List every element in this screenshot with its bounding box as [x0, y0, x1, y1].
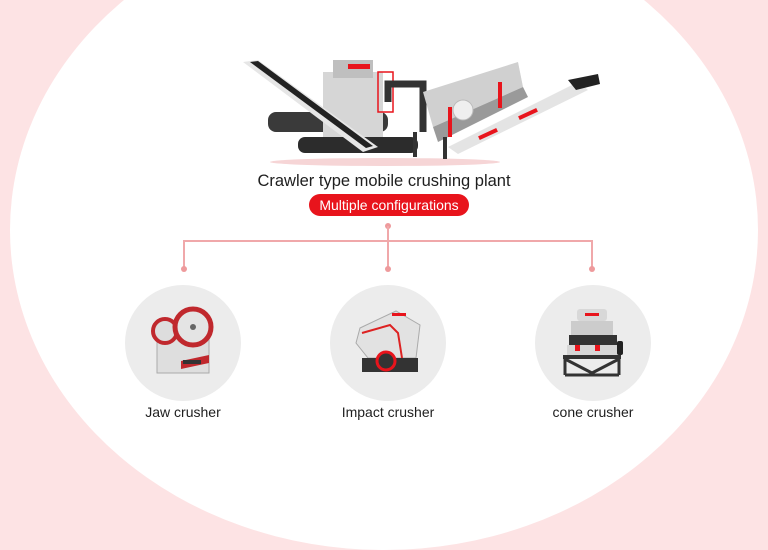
hero-title: Crawler type mobile crushing plant — [257, 172, 511, 190]
connector-right — [591, 240, 593, 268]
crawler-mobile-crushing-plant-image — [243, 60, 600, 159]
jaw-crusher-label: Jaw crusher — [145, 404, 221, 420]
connector-dot-left — [181, 266, 187, 272]
impact-crusher-label: Impact crusher — [341, 404, 435, 420]
connector-horizontal — [183, 240, 593, 242]
connector-stem — [387, 226, 389, 268]
connector-dot-right — [589, 266, 595, 272]
hero-shadow — [270, 158, 500, 166]
cone-crusher-image — [563, 309, 623, 377]
background-circle — [10, 0, 758, 550]
configurations-badge[interactable]: Multiple configurations — [309, 194, 469, 216]
jaw-crusher-card[interactable] — [125, 285, 241, 401]
connector-dot-center — [385, 266, 391, 272]
cone-crusher-label: cone crusher — [552, 404, 634, 420]
cone-crusher-card[interactable] — [535, 285, 651, 401]
jaw-crusher-image — [151, 306, 214, 374]
impact-crusher-card[interactable] — [330, 285, 446, 401]
connector-left — [183, 240, 185, 268]
impact-crusher-image — [355, 310, 421, 372]
